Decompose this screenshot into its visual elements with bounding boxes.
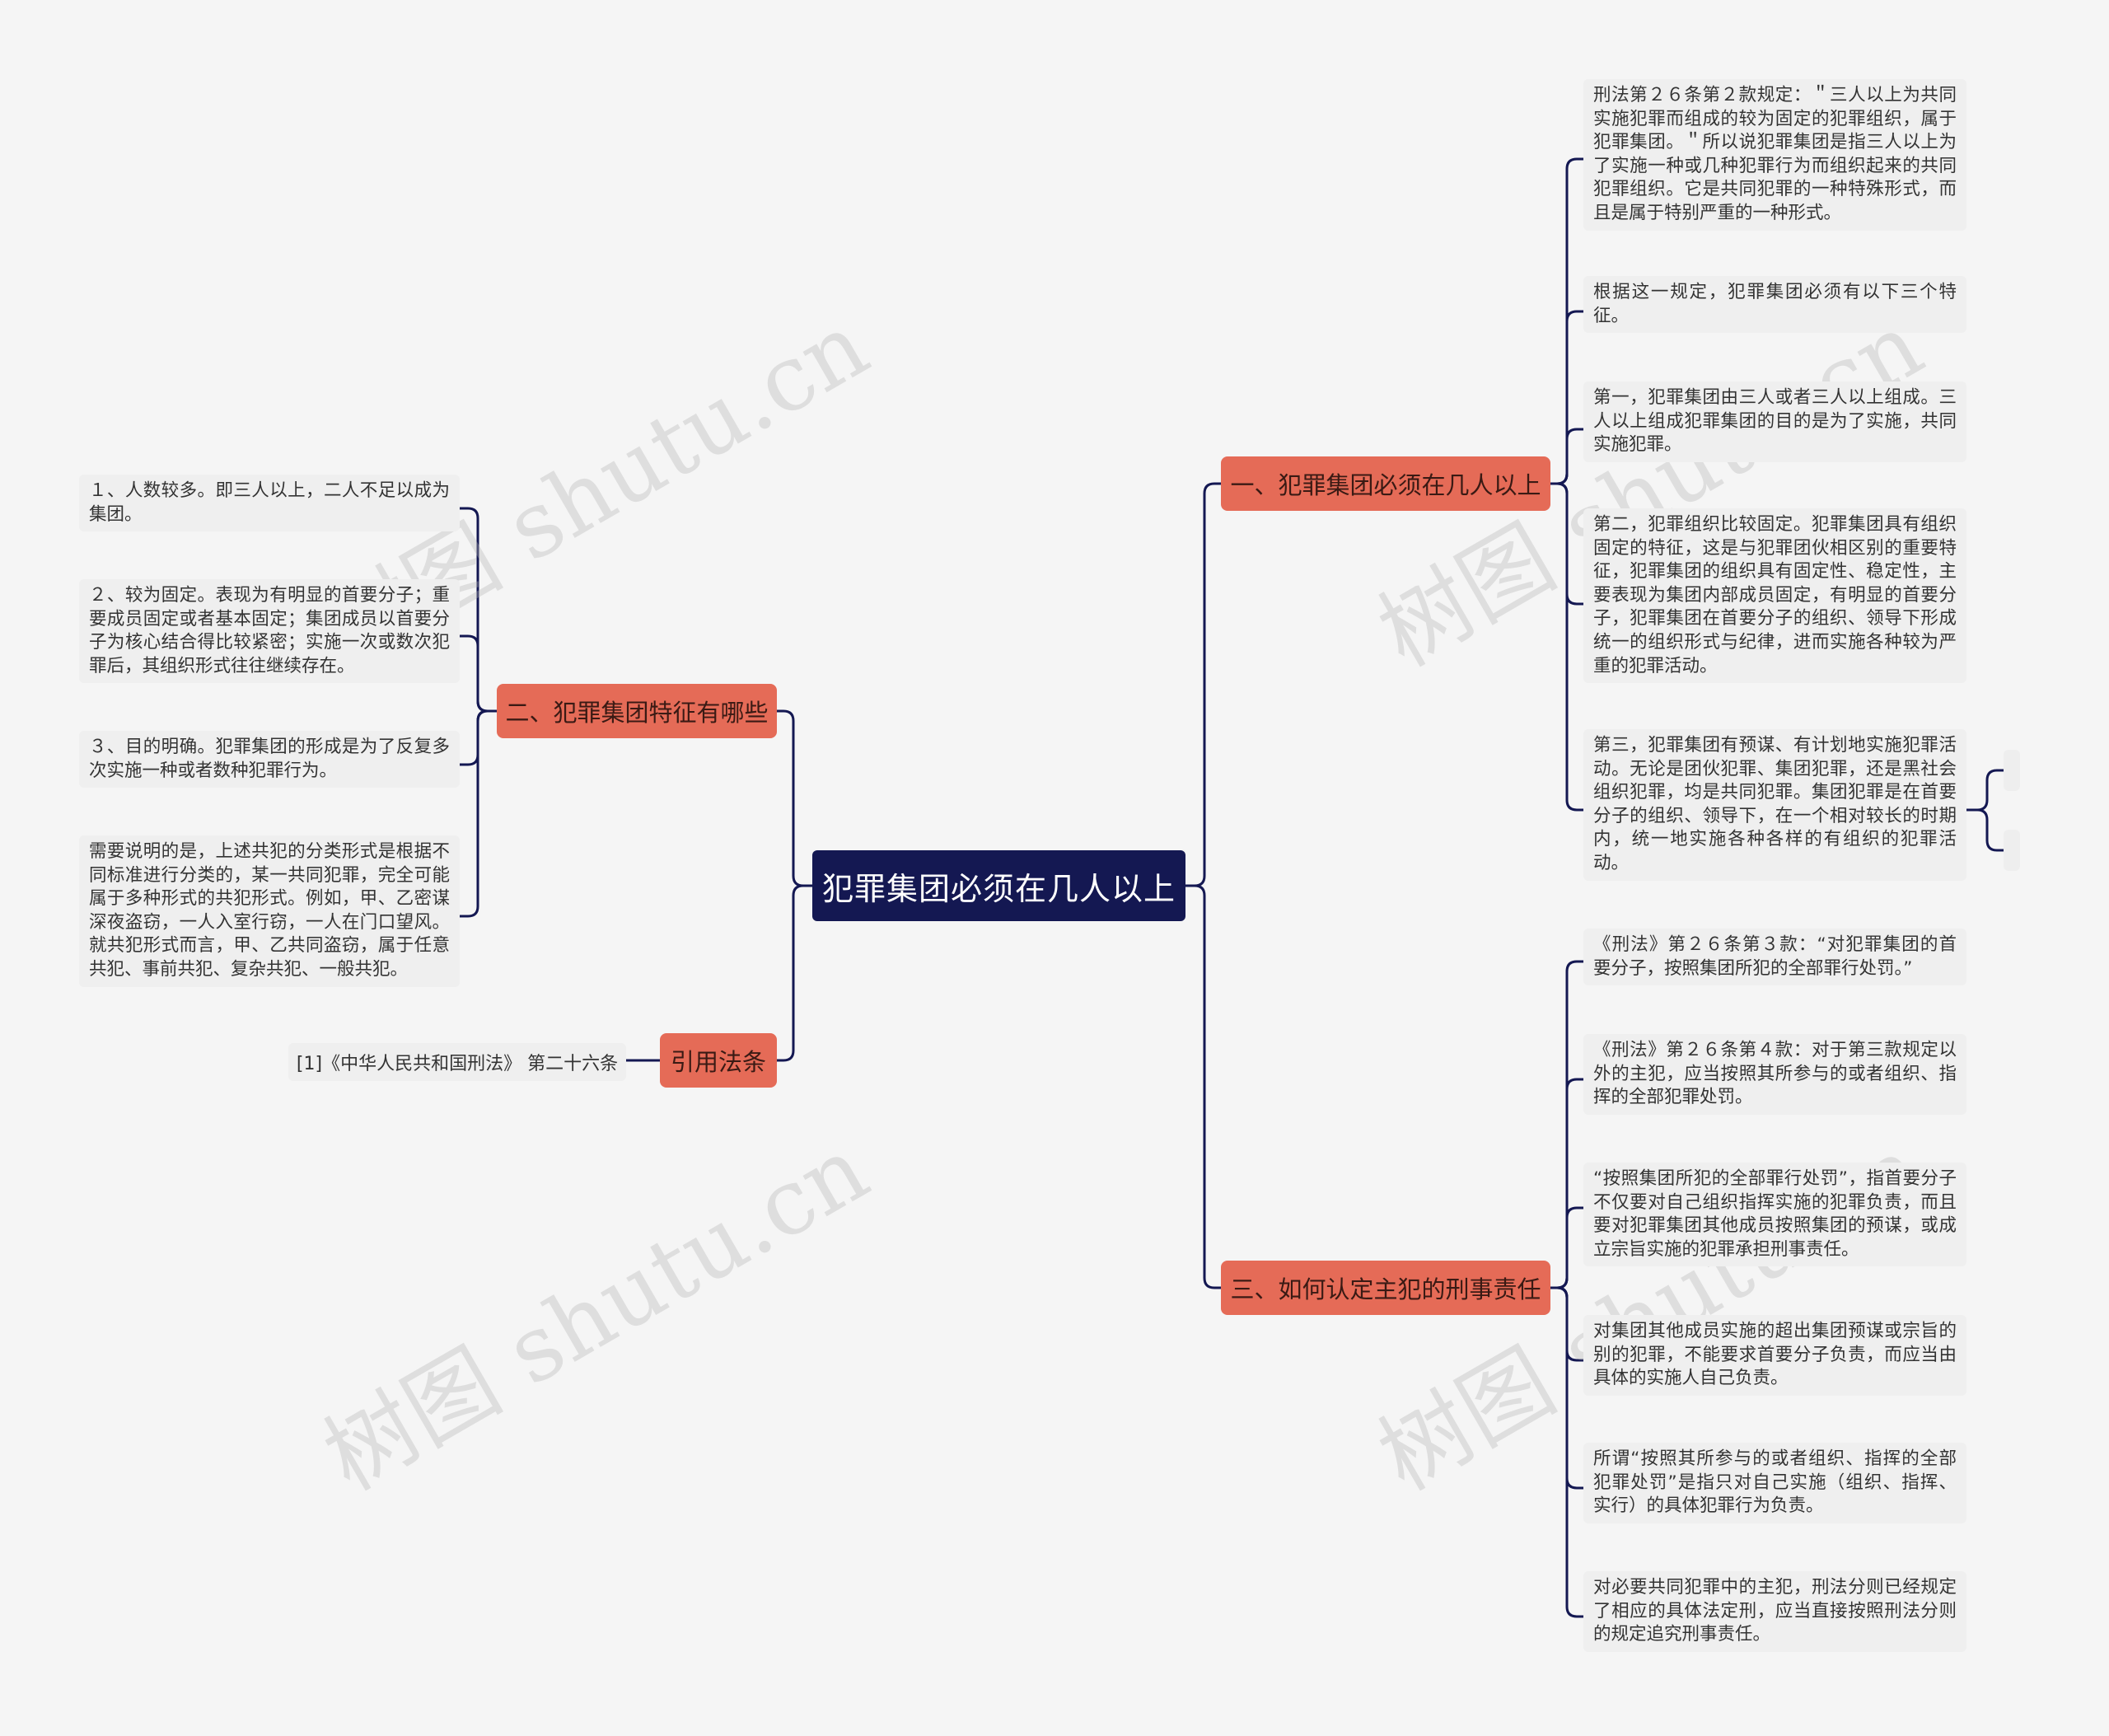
collapsed-child-stub[interactable] <box>2004 830 2020 871</box>
leaf-node-3-2[interactable]: 《刑法》第２６条第４款：对于第三款规定以外的主犯，应当按照其所参与的或者组织、指… <box>1583 1034 1966 1115</box>
connector-line <box>1549 428 1585 485</box>
branch-node-4[interactable]: 引用法条 <box>660 1033 777 1088</box>
leaf-node-3-3[interactable]: “按照集团所犯的全部罪行处罚”，指首要分子不仅要对自己组织指挥实施的犯罪负责，而… <box>1583 1163 1966 1267</box>
connector-line <box>1549 1206 1585 1289</box>
root-node[interactable]: 犯罪集团必须在几人以上 <box>812 850 1185 921</box>
leaf-node-2-3[interactable]: ３、目的明确。犯罪集团的形成是为了反复多次实施一种或者数种犯罪行为。 <box>79 731 460 788</box>
collapsed-child-stub[interactable] <box>2004 750 2020 791</box>
leaf-node-1-1[interactable]: 刑法第２６条第２款规定：＂三人以上为共同实施犯罪而组成的较为固定的犯罪组织，属于… <box>1583 79 1966 231</box>
leaf-node-1-3[interactable]: 第一，犯罪集团由三人或者三人以上组成。三人以上组成犯罪集团的目的是为了实施，共同… <box>1583 381 1966 462</box>
leaf-node-2-1[interactable]: １、人数较多。即三人以上，二人不足以成为集团。 <box>79 475 460 532</box>
connector-line <box>1549 1286 1585 1618</box>
connector-line <box>1965 808 2005 852</box>
leaf-node-3-5[interactable]: 所谓“按照其所参与的或者组织、指挥的全部犯罪处罚”是指只对自己实施（组织、指挥、… <box>1583 1443 1966 1523</box>
leaf-node-3-6[interactable]: 对必要共同犯罪中的主犯，刑法分则已经规定了相应的具体法定刑，应当直接按照刑法分则… <box>1583 1571 1966 1652</box>
connector-line <box>458 634 498 713</box>
leaf-node-4-1[interactable]: [1]《中华人民共和国刑法》 第二十六条 <box>288 1043 626 1081</box>
connector-line <box>1184 884 1223 1289</box>
leaf-node-2-4[interactable]: 需要说明的是，上述共犯的分类形式是根据不同标准进行分类的，某一共同犯罪，完全可能… <box>79 835 460 987</box>
leaf-node-1-5[interactable]: 第三，犯罪集团有预谋、有计划地实施犯罪活动。无论是团伙犯罪、集团犯罪，还是黑社会… <box>1583 729 1966 881</box>
leaf-node-3-1[interactable]: 《刑法》第２６条第３款：“对犯罪集团的首要分子，按照集团所犯的全部罪行处罚。” <box>1583 929 1966 986</box>
connector-line <box>775 709 814 887</box>
leaf-node-3-4[interactable]: 对集团其他成员实施的超出集团预谋或宗旨的别的犯罪，不能要求首要分子负责，而应当由… <box>1583 1315 1966 1396</box>
connector-line <box>1184 482 1223 887</box>
connector-line <box>1965 769 2005 812</box>
branch-node-1[interactable]: 一、犯罪集团必须在几人以上 <box>1221 456 1550 511</box>
branch-node-3[interactable]: 三、如何认定主犯的刑事责任 <box>1221 1261 1550 1315</box>
connector-line <box>775 884 814 1062</box>
branch-node-2[interactable]: 二、犯罪集团特征有哪些 <box>497 684 777 738</box>
connector-line <box>1549 482 1585 812</box>
leaf-node-1-4[interactable]: 第二，犯罪组织比较固定。犯罪集团具有组织固定的特征，这是与犯罪团伙相区别的重要特… <box>1583 508 1966 684</box>
connector-line <box>458 709 498 918</box>
leaf-node-2-2[interactable]: ２、较为固定。表现为有明显的首要分子；重要成员固定或者基本固定；集团成员以首要分… <box>79 579 460 684</box>
leaf-node-1-2[interactable]: 根据这一规定，犯罪集团必须有以下三个特征。 <box>1583 276 1966 334</box>
